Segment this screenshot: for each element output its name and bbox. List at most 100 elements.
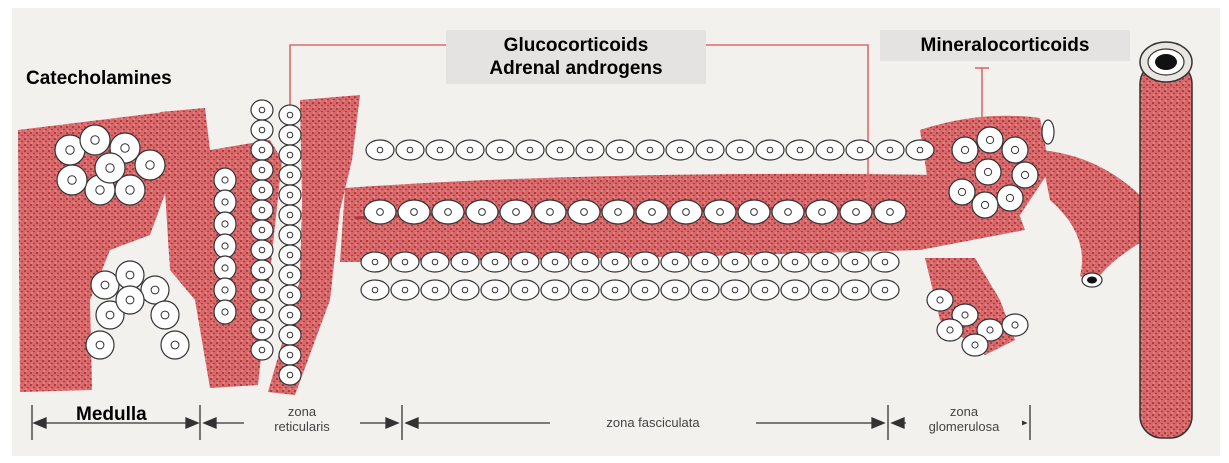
reticularis-cell [279,225,301,245]
fasciculata-cell [726,140,754,160]
fasciculata-cell [871,252,899,272]
glomerulosa-cell [1002,137,1028,163]
fasciculata-cell [906,140,934,160]
fasciculata-cell [781,252,809,272]
glomerulosa-cell [952,137,978,163]
fasciculata-cell [696,140,724,160]
reticularis-cell [279,205,301,225]
fasciculata-cell [511,280,539,300]
fasciculata-cell [806,200,838,224]
reticularis-cell [279,325,301,345]
reticularis-cell [251,300,273,320]
fasciculata-cell [451,280,479,300]
reticularis-cell [279,245,301,265]
fasciculata-cell [691,252,719,272]
fasciculata-cell [426,140,454,160]
medulla-cell [116,286,144,314]
fasciculata-cell [704,200,736,224]
glucocorticoids-label: Glucocorticoids [460,34,692,57]
zona-reticularis-label: zona reticularis [244,404,360,434]
fasciculata-cell [846,140,874,160]
fasciculata-cell [601,280,629,300]
fasciculata-cell [396,140,424,160]
fasciculata-cell [691,280,719,300]
fasciculata-cell [571,252,599,272]
fasciculata-cell [481,280,509,300]
fasciculata-cell [631,252,659,272]
medulla-cell [91,271,119,299]
reticularis-cell [279,365,301,385]
fasciculata-cell [361,252,389,272]
glomerulosa-cell [962,334,988,356]
fasciculata-cell [534,200,566,224]
fasciculata-cell [602,200,634,224]
medulla-cell [80,125,110,155]
fasciculata-cell [738,200,770,224]
fasciculata-cell [481,252,509,272]
fasciculata-cell [546,140,574,160]
fasciculata-cell [781,280,809,300]
medulla-cell [161,331,189,359]
reticularis-cell [251,240,273,260]
catecholamines-label: Catecholamines [26,68,172,90]
reticularis-cell [279,165,301,185]
fasciculata-cell [568,200,600,224]
fasciculata-cell [541,252,569,272]
medulla-cell [214,278,236,302]
reticularis-cell [251,120,273,140]
reticularis-cell [279,265,301,285]
zona-glomerulosa-label: zona glomerulosa [906,404,1022,434]
medulla-cell [57,165,87,195]
reticularis-cell [279,185,301,205]
fasciculata-cell [721,280,749,300]
glomerulosa-cell [937,319,963,341]
fasciculata-cell [421,280,449,300]
fasciculata-cell [486,140,514,160]
zone-dimension-lines [32,405,1030,440]
fasciculata-cell [661,280,689,300]
zona-reticularis-line2: reticularis [247,419,357,434]
fasciculata-cell [786,140,814,160]
fasciculata-cell [670,200,702,224]
glucocorticoids-androgens-label: Glucocorticoids Adrenal androgens [446,30,706,84]
medulla-cell [214,190,236,214]
medulla-cell [116,261,144,289]
reticularis-cell [251,220,273,240]
fasciculata-cell [876,140,904,160]
reticularis-cell [251,280,273,300]
fasciculata-cell [811,252,839,272]
reticularis-cell [279,305,301,325]
fasciculata-cell [571,280,599,300]
reticularis-cell [279,105,301,125]
medulla-cell [214,256,236,280]
fasciculata-cell [661,252,689,272]
medulla-cell [95,153,125,183]
glomerulosa-cell [1002,314,1028,336]
fasciculata-cell [466,200,498,224]
adrenal-androgens-label: Adrenal androgens [460,57,692,80]
fasciculata-cell [516,140,544,160]
zona-fasciculata-label: zona fasciculata [550,415,756,430]
medulla-cell [214,234,236,258]
fasciculata-cell [751,280,779,300]
zona-reticularis-line1: zona [247,404,357,419]
glomerulosa-cell [975,159,1001,185]
fasciculata-cell [391,280,419,300]
reticularis-cell [251,160,273,180]
fasciculata-cell [456,140,484,160]
glomerulosa-cell [927,289,953,311]
fasciculata-cell [432,200,464,224]
fasciculata-cell [631,280,659,300]
zona-glomerulosa-line2: glomerulosa [909,419,1019,434]
fasciculata-cell [511,252,539,272]
reticularis-cell [251,140,273,160]
fasciculata-cell [500,200,532,224]
fasciculata-cell [841,280,869,300]
fasciculata-cell [366,140,394,160]
medulla-cell [135,150,165,180]
fasciculata-cell [636,140,664,160]
fasciculata-cell [601,252,629,272]
fasciculata-cell [451,252,479,272]
reticularis-cell [251,180,273,200]
